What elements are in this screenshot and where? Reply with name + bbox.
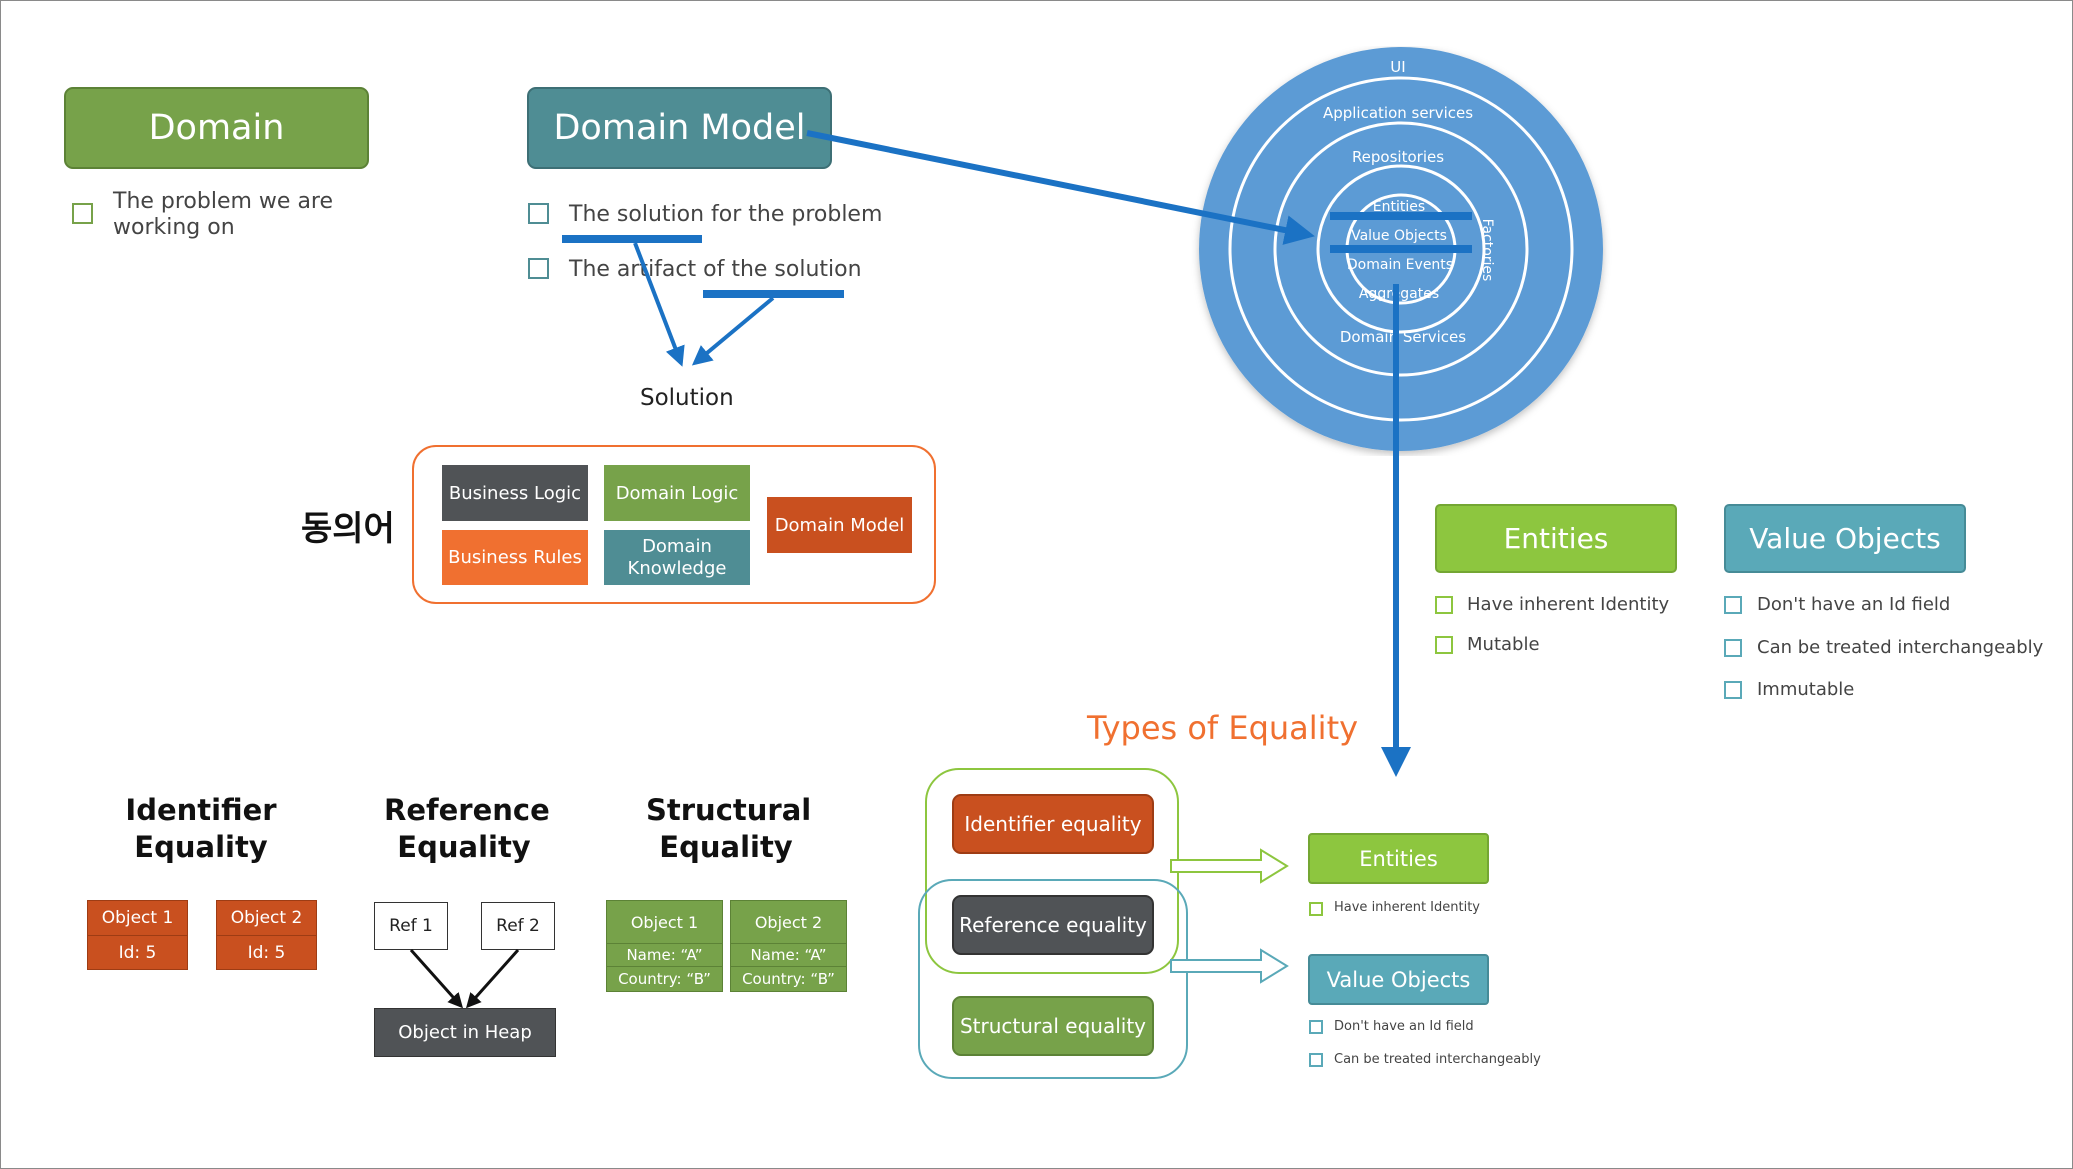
ref-1-arrow [409,949,463,1009]
identifier-object-1-name: Object 1 [88,901,187,936]
value-objects-item-2: Can be treated interchangeably [1757,637,2044,658]
to-entities-arrow [1170,848,1289,884]
entities-title-box: Entities [1435,504,1677,573]
eq-value-objects-item-2: Can be treated interchangeably [1334,1052,1541,1067]
domain-knowledge-label: Domain Knowledge [627,535,727,579]
eq-value-objects-item-1: Don't have an Id field [1334,1019,1474,1034]
ref-2-box: Ref 2 [481,902,555,950]
structural-object-1-name: Object 1 [607,901,722,944]
solution-label: Solution [640,385,734,411]
structural-equality-title: Structural Equality [646,793,812,864]
structural-equality-box: Structural equality [952,996,1154,1056]
identifier-object-2-id: Id: 5 [247,943,286,963]
onion-factories-label: Factories [1479,219,1495,282]
value-objects-item-3-checkbox [1724,681,1742,699]
structural-object-2-name: Object 2 [731,901,846,944]
onion-app-services-label: Application services [1323,104,1473,122]
synonym-domain-model-box: Domain Model [767,497,912,553]
business-rules-label: Business Rules [448,547,582,568]
domain-model-item-1: The solution for the problem [569,202,883,227]
structural-object-1: Object 1 Name: “A” Country: “B” [606,900,723,992]
reference-equality-box: Reference equality [952,895,1154,955]
entities-item-2-checkbox [1435,636,1453,654]
structural-equality-label: Structural equality [959,1014,1147,1038]
entities-item-1-checkbox [1435,596,1453,614]
value-objects-item-3: Immutable [1757,679,1855,700]
structural-object-1-field1: Name: “A” [607,944,722,967]
eq-value-objects-title-box: Value Objects [1308,954,1489,1005]
structural-object-2-field2: Country: “B” [742,969,835,988]
domain-model-item-2-checkbox [528,258,549,279]
domain-model-item-2: The artifact of the solution [569,257,862,282]
ref-2-label: Ref 2 [496,916,540,936]
identifier-equality-title: Identifier Equality [125,793,277,864]
reference-equality-label: Reference equality [959,913,1147,937]
domain-model-title-box: Domain Model [527,87,832,169]
synonyms-group [412,445,936,604]
onion-repositories-label: Repositories [1352,148,1444,166]
value-objects-title: Value Objects [1749,522,1941,555]
ref-1-label: Ref 1 [389,916,433,936]
object-in-heap-box: Object in Heap [374,1008,556,1057]
entities-title: Entities [1503,522,1609,555]
to-value-objects-arrow [1170,948,1289,984]
eq-entities-title-box: Entities [1308,833,1489,884]
onion-value-objects-label: Value Objects [1351,228,1447,244]
structural-object-2-field1: Name: “A” [731,944,846,967]
reference-equality-title: Reference Equality [384,793,550,864]
eq-value-objects-item-2-checkbox [1309,1053,1323,1067]
business-logic-label: Business Logic [448,482,582,504]
onion-domain-services-label: Domain Services [1340,328,1466,346]
entities-item-1: Have inherent Identity [1467,594,1670,615]
eq-entities-item-1: Have inherent Identity [1334,900,1481,915]
domain-item-checkbox [72,203,93,224]
structural-object-1-field2: Country: “B” [618,969,711,988]
domain-knowledge-box: Domain Knowledge [604,530,750,585]
business-rules-box: Business Rules [442,530,588,585]
value-objects-item-1-checkbox [1724,596,1742,614]
domain-logic-box: Domain Logic [604,465,750,521]
domain-model-item-1-checkbox [528,203,549,224]
identifier-object-1-id: Id: 5 [118,943,157,963]
domain-model-title: Domain Model [553,108,806,148]
identifier-object-2: Object 2 Id: 5 [216,900,317,970]
eq-value-objects-item-1-checkbox [1309,1020,1323,1034]
domain-item-text: The problem we are working on [113,189,334,240]
onion-ring-app [1273,121,1529,377]
domain-logic-label: Domain Logic [615,482,739,504]
onion-domain-events-label: Domain Events [1347,257,1453,273]
entities-item-2: Mutable [1467,634,1540,655]
value-objects-item-1: Don't have an Id field [1757,594,1951,615]
domain-title-box: Domain [64,87,369,169]
business-logic-box: Business Logic [442,465,588,521]
ref-2-arrow [466,949,520,1009]
eq-value-objects-title: Value Objects [1326,967,1471,992]
value-objects-item-2-checkbox [1724,639,1742,657]
onion-entities-label: Entities [1373,199,1425,215]
identifier-equality-label: Identifier equality [964,812,1142,836]
value-objects-group-outline [918,879,1188,1079]
synonyms-label: 동의어 [301,509,395,549]
ref-1-box: Ref 1 [374,902,448,950]
domain-title: Domain [148,108,285,148]
types-of-equality-title: Types of Equality [1087,709,1359,747]
value-objects-title-box: Value Objects [1724,504,1966,573]
identifier-object-2-name: Object 2 [217,901,316,936]
solution-arrow-2 [691,296,775,366]
synonym-domain-model-label: Domain Model [774,514,905,536]
identifier-object-1: Object 1 Id: 5 [87,900,188,970]
reference-arrows [409,949,520,1009]
identifier-equality-box: Identifier equality [952,794,1154,854]
object-in-heap-label: Object in Heap [398,1022,532,1043]
onion-diagram: UI Application services Repositories Ent… [1199,47,1603,451]
onion-aggregates-label: Aggregates [1359,286,1439,302]
eq-entities-item-1-checkbox [1309,902,1323,916]
equality-hollow-arrows [1170,848,1289,984]
eq-entities-title: Entities [1359,846,1438,871]
structural-object-2: Object 2 Name: “A” Country: “B” [730,900,847,992]
onion-ring-ui [1228,76,1574,422]
onion-ring-repo [1316,164,1486,334]
onion-ui-label: UI [1390,58,1405,76]
